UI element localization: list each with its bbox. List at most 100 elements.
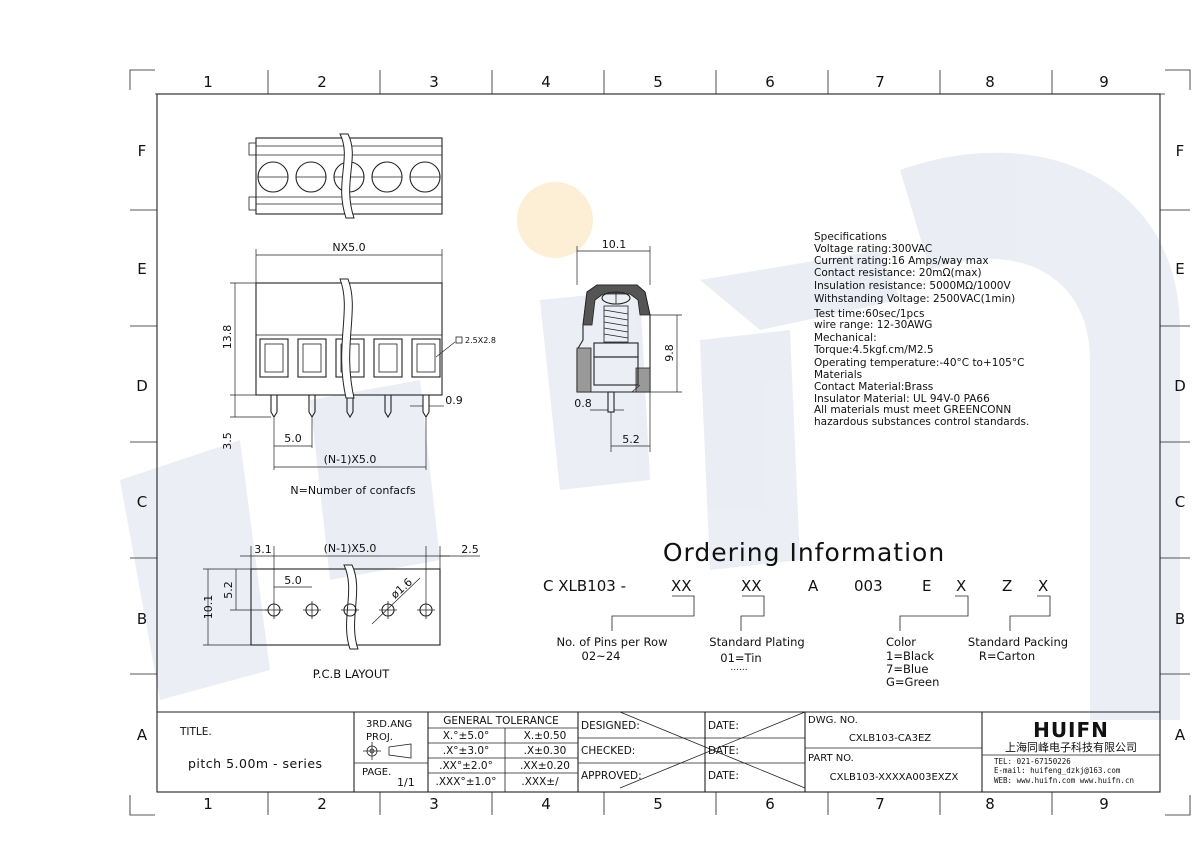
packing-label: Standard Packing: [968, 635, 1068, 649]
watermark-dot: [517, 182, 593, 258]
watermark-stroke-5: [900, 152, 1180, 721]
col-label: 7: [875, 795, 885, 813]
title-block: TITLE. pitch 5.00m - series 3RD.ANG PROJ…: [157, 711, 1160, 792]
col-label: 9: [1099, 73, 1109, 91]
dim-pin-label: 3.5: [221, 432, 234, 450]
pcb-hole-dia: ø1.6: [388, 575, 415, 601]
designed-date-label: DATE:: [708, 720, 739, 732]
pcb-margin-left: 3.1: [254, 543, 272, 556]
col-label: 2: [317, 795, 327, 813]
row-label: A: [1175, 726, 1186, 744]
col-label: 8: [985, 73, 995, 91]
tolerance-cell: .XXX±/: [521, 776, 559, 788]
code-part: XX: [741, 577, 762, 595]
spec-line: hazardous substances control standards.: [814, 416, 1029, 428]
dim-screw-label: 2.5X2.8: [465, 336, 496, 345]
dwg-value: CXLB103-CA3EZ: [849, 733, 931, 744]
pcb-layout: 3.1 (N-1)X5.0 2.5 5.0 ø1.6 5.2 10.1 P.C.…: [202, 542, 480, 681]
row-label: E: [1175, 260, 1184, 278]
col-label: 9: [1099, 795, 1109, 813]
approved-date-label: DATE:: [708, 770, 739, 782]
pcb-pitch: 5.0: [284, 574, 302, 587]
projection-label: 3RD.ANG: [366, 719, 412, 730]
sheet-frame: [129, 69, 1191, 816]
tolerance-cell: .XX±0.20: [520, 760, 570, 772]
spec-line: Insulator Material: UL 94V-0 PA66: [814, 393, 990, 405]
tolerance-cell: .X±0.30: [524, 745, 567, 757]
code-part: Z: [1002, 577, 1012, 595]
projection-symbol-icon: [363, 742, 412, 760]
pins-range: 02~24: [582, 649, 621, 663]
dim-height-label: 13.8: [221, 325, 234, 350]
row-labels-left: F E D C B A: [136, 142, 148, 744]
dim-nx-label: NX5.0: [332, 241, 365, 254]
code-part: XX: [671, 577, 692, 595]
ordering-code: C XLB103 - XX XX A 003 E X Z X: [543, 577, 1048, 595]
col-label: 3: [429, 73, 439, 91]
col-label: 8: [985, 795, 995, 813]
tolerance-cell: X.±0.50: [524, 730, 567, 742]
dim-pin-width-label: 0.9: [445, 394, 463, 407]
col-label: 7: [875, 73, 885, 91]
row-label: C: [1175, 493, 1185, 511]
dwg-label: DWG. NO.: [808, 715, 858, 726]
watermark-stroke-3: [540, 290, 650, 490]
row-label: B: [1175, 610, 1185, 628]
side-height-label: 9.8: [663, 344, 676, 362]
company-tel: TEL: 021-67150226: [994, 757, 1071, 766]
pcb-hole-row: [265, 601, 435, 619]
code-part: X: [1038, 577, 1048, 595]
projection-label-2: PROJ.: [366, 732, 393, 743]
plating-more: ......: [730, 663, 747, 673]
watermark-stroke-1: [120, 440, 270, 700]
title-label: TITLE.: [179, 726, 212, 738]
column-labels-top: 1 2 3 4 5 6 7 8 9: [203, 73, 1109, 91]
code-part: C XLB103 -: [543, 577, 626, 595]
spec-line: Test time:60sec/1pcs: [813, 308, 924, 320]
color-option: 1=Black: [886, 649, 934, 663]
col-label: 5: [653, 795, 663, 813]
row-label: D: [1174, 377, 1186, 395]
checked-label: CHECKED:: [581, 745, 635, 757]
side-view: 10.1 9.8 0.8 5.2: [574, 238, 682, 452]
spec-line: Voltage rating:300VAC: [814, 243, 932, 255]
ordering-title: Ordering Information: [663, 538, 945, 567]
tolerance-table: X.°±5.0° X.±0.50 .X°±3.0° .X±0.30 .XX°±2…: [436, 730, 570, 788]
pcb-height: 10.1: [202, 595, 215, 620]
row-label: F: [138, 142, 147, 160]
code-part: 003: [854, 577, 883, 595]
plating-value: 01=Tin: [720, 651, 761, 665]
watermark-stroke-2: [310, 380, 440, 580]
col-label: 6: [765, 73, 775, 91]
page-label: PAGE.: [362, 767, 391, 778]
col-label: 2: [317, 73, 327, 91]
company-logo: HUIFN: [1033, 718, 1109, 742]
spec-line: Materials: [814, 369, 862, 381]
code-part: A: [808, 577, 819, 595]
front-view: NX5.0 13.8 3.5 5.0 (N-1)X5.0 0.9 2.5X2.8…: [221, 241, 496, 497]
company-web: WEB: www.huifn.com www.huifn.cn: [994, 776, 1134, 785]
spec-line: Operating temperature:-40°C to+105°C: [814, 357, 1024, 369]
col-label: 5: [653, 73, 663, 91]
spec-line: Mechanical:: [814, 332, 877, 344]
row-label: B: [137, 610, 147, 628]
spec-line: Insulation resistance: 5000MΩ/1000V: [814, 280, 1011, 292]
color-label: Color: [886, 635, 916, 649]
dim-span-label: (N-1)X5.0: [324, 453, 377, 466]
pcb-caption: P.C.B LAYOUT: [313, 667, 391, 681]
contacts-caption: N=Number of confacfs: [290, 484, 416, 497]
column-labels-bottom: 1 2 3 4 5 6 7 8 9: [203, 795, 1109, 813]
col-label: 3: [429, 795, 439, 813]
pcb-margin-right: 2.5: [461, 543, 479, 556]
spec-line: Torque:4.5kgf.cm/M2.5: [813, 344, 934, 356]
tolerance-cell: .X°±3.0°: [443, 745, 490, 757]
spec-line: All materials must meet GREENCONN: [814, 404, 1011, 416]
tolerance-cell: .XXX°±1.0°: [436, 776, 497, 788]
row-label: F: [1176, 142, 1185, 160]
approved-label: APPROVED:: [581, 770, 642, 782]
watermark-stroke-4: [700, 250, 900, 330]
dim-pitch-label: 5.0: [284, 432, 302, 445]
column-ticks: [267, 70, 1053, 815]
plan-view: [248, 133, 443, 219]
